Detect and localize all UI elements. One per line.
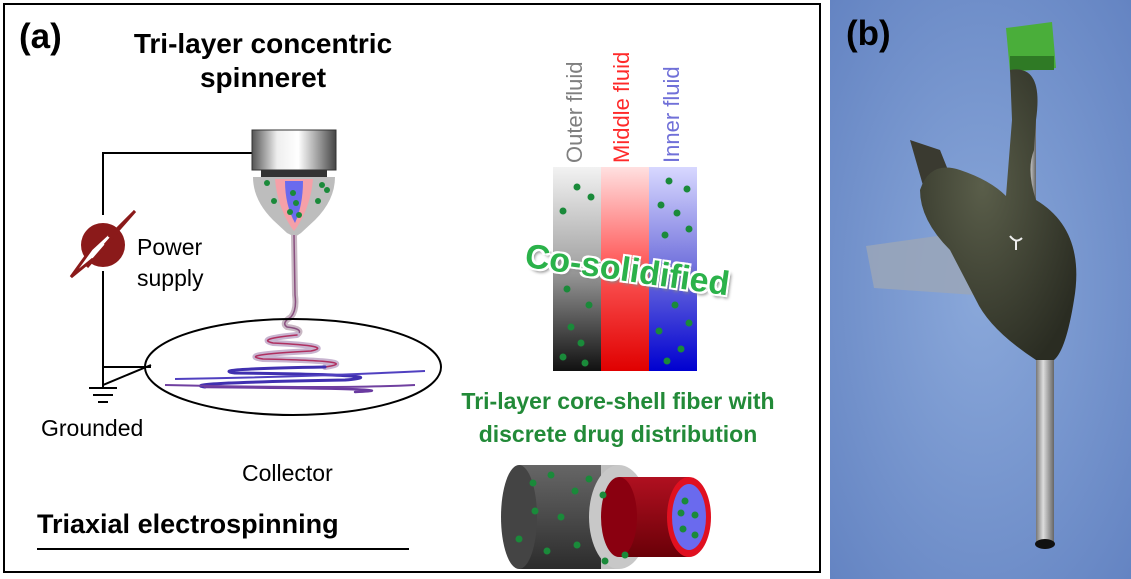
device-photo: [830, 0, 1131, 579]
outer-fluid-label: Outer fluid: [562, 61, 587, 164]
fluid-bars: [553, 167, 697, 371]
ground-icon: [89, 387, 117, 403]
middle-fluid-label: Middle fluid: [609, 51, 634, 163]
spinneret-nozzle: [251, 129, 337, 237]
core-shell-fiber-diagram: [501, 465, 711, 569]
grounded-label: Grounded: [41, 415, 144, 441]
power-supply-label: Power supply: [137, 234, 204, 291]
bottom-needle: [1036, 350, 1054, 546]
panel-a: (a) Tri-layer concentric spinneret: [3, 3, 821, 573]
method-underline: [37, 548, 409, 550]
panel-b: (b): [830, 0, 1131, 579]
fiber-title: Tri-layer core-shell fiber with discrete…: [461, 388, 775, 447]
power-supply-icon: [69, 209, 137, 279]
panel-b-label: (b): [846, 14, 891, 53]
method-label: Triaxial electrospinning: [37, 509, 339, 539]
collector-plate: [144, 318, 442, 416]
panel-a-label: (a): [19, 17, 62, 56]
electrospinning-schematic: [69, 129, 711, 569]
spinneret-title: Tri-layer concentric spinneret: [133, 28, 393, 93]
collector-label: Collector: [242, 460, 333, 486]
putty-junction: [920, 69, 1077, 360]
whipping-fiber: [199, 332, 374, 394]
circuit-wire: [102, 152, 255, 215]
inner-fluid-label: Inner fluid: [659, 66, 684, 163]
